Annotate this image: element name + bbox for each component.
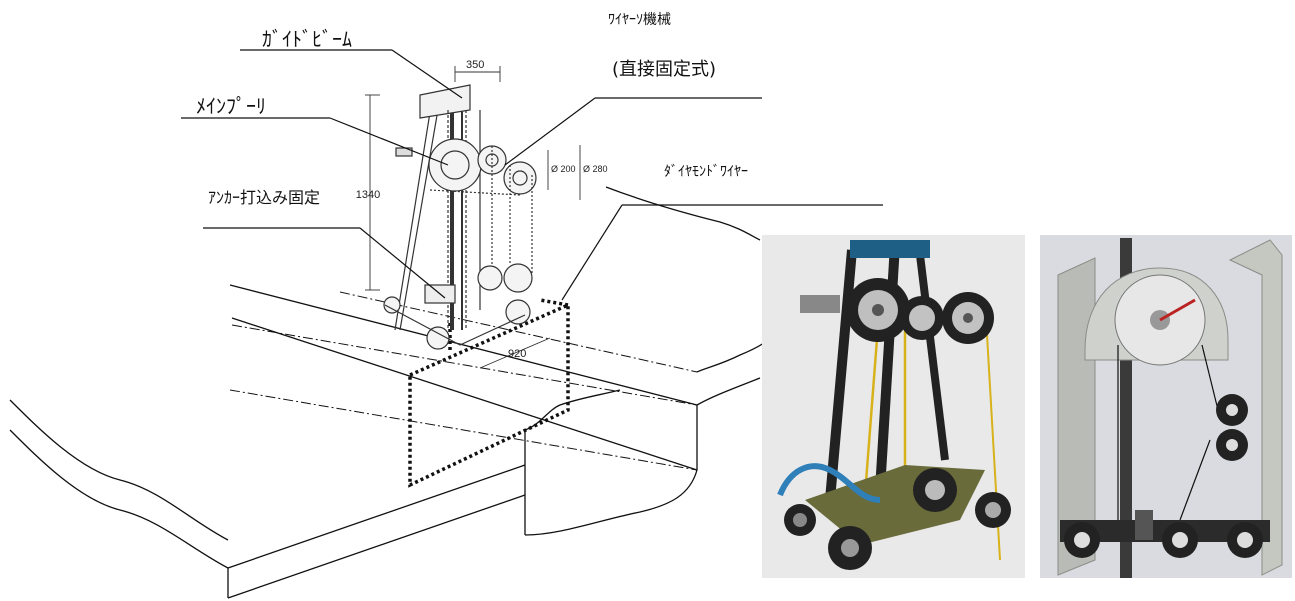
photo-1-hose <box>777 463 881 503</box>
dim-base-width: 920 <box>508 348 526 360</box>
chain-4 <box>429 189 521 196</box>
photo-1-post-right <box>916 254 949 461</box>
photo-2-motor-block <box>1135 510 1153 540</box>
photo-1-wheel-2-hub <box>841 539 859 557</box>
slab-bottom-front-edge <box>227 494 526 599</box>
photo-1-wheel-3-hub <box>925 480 945 500</box>
cut-block-edge-2 <box>539 298 569 307</box>
leader-guide-beam <box>391 49 463 99</box>
frame-strut-left-2 <box>394 99 433 331</box>
photo-2-wire-right <box>1201 344 1219 411</box>
cut-line-2 <box>231 324 698 406</box>
photo-1-wheel-1-hub <box>793 513 807 527</box>
photo-1-pulley-main-hub <box>872 304 884 316</box>
photo-1-motor <box>800 295 840 313</box>
wheel-left <box>383 296 401 314</box>
photo-2-right-guard <box>1228 239 1283 576</box>
slab-right-broken-edge-2 <box>696 377 761 406</box>
cut-line-1 <box>229 389 698 471</box>
photo-2-wheel-3-hub <box>1237 532 1253 548</box>
photo-2-wheel-1-hub <box>1074 532 1090 548</box>
photo-2-pulley-lower-right-hub <box>1226 439 1238 451</box>
main-pulley-outer <box>428 138 482 192</box>
wire-saw-schematic <box>383 84 537 350</box>
photo-2-pulley-mark <box>1159 298 1196 322</box>
slab-right-broken-edge <box>696 339 769 373</box>
main-pulley-inner <box>440 150 470 180</box>
dim-pulley-d1: Ø 200 <box>551 164 576 174</box>
slab-bottom-broken-edge <box>524 469 698 536</box>
cut-block-outline <box>408 302 570 488</box>
photo-1-pulley-3-hub <box>963 313 973 323</box>
machine-base <box>384 304 526 346</box>
dim-width-top: 350 <box>466 59 484 71</box>
leader-anchor <box>359 227 446 299</box>
label-machine-title: ﾜｲﾔｰｿ機械 <box>608 12 671 28</box>
photo-1-top-bracket <box>850 240 930 258</box>
photo-2-wheel-2-hub <box>1172 532 1188 548</box>
photo-wire-saw-with-guard <box>1040 235 1292 578</box>
slab-top-mid-edge <box>231 317 698 471</box>
leader-lines <box>181 49 883 301</box>
photo-wire-saw-machine <box>762 235 1025 578</box>
pulley-lower-3 <box>505 299 531 325</box>
slab-cut-notch <box>524 389 621 431</box>
machine-top-head <box>419 84 471 119</box>
label-machine-subtitle: (直接固定式) <box>612 59 716 80</box>
pulley-lower-2 <box>503 263 533 293</box>
leader-machine <box>504 97 596 166</box>
slab-top-front-edge <box>227 464 526 569</box>
photo-1-pulley-2-face <box>909 305 935 331</box>
slab-back-edge <box>605 186 761 241</box>
concrete-slab-drawing <box>9 186 769 599</box>
slab-top-back-edge <box>229 284 698 406</box>
photo-2-pulley-upper-right-hub <box>1226 404 1238 416</box>
photo-1-post-left <box>825 249 857 501</box>
slab-broken-edge-lower <box>9 429 229 569</box>
leader-main-pulley <box>329 117 449 166</box>
dimension-lines <box>365 66 581 369</box>
dim-pulley-d2: Ø 280 <box>583 164 608 174</box>
label-diamond-wire: ﾀﾞｲﾔﾓﾝﾄﾞﾜｲﾔｰ <box>664 164 748 180</box>
dim-line-base <box>479 337 551 369</box>
cut-lines <box>229 291 698 471</box>
slab-broken-edge-upper <box>9 399 229 541</box>
pulley-2-hub <box>512 170 528 186</box>
photo-1-wheel-4-hub <box>985 502 1001 518</box>
label-anchor: ｱﾝｶｰ打込み固定 <box>208 188 320 207</box>
pulley-lower-4 <box>426 326 450 350</box>
leader-diamond-wire <box>561 204 623 301</box>
dim-height: 1340 <box>356 189 380 201</box>
label-main-pulley: ﾒｲﾝﾌﾟｰﾘ <box>196 94 266 118</box>
frame-strut-left <box>399 97 441 331</box>
photo-2-wire-down <box>1179 439 1211 521</box>
pulley-2 <box>503 161 537 195</box>
pulley-lower-1 <box>477 265 503 291</box>
label-guide-beam: ｶﾞｲﾄﾞﾋﾞｰﾑ <box>262 27 352 51</box>
